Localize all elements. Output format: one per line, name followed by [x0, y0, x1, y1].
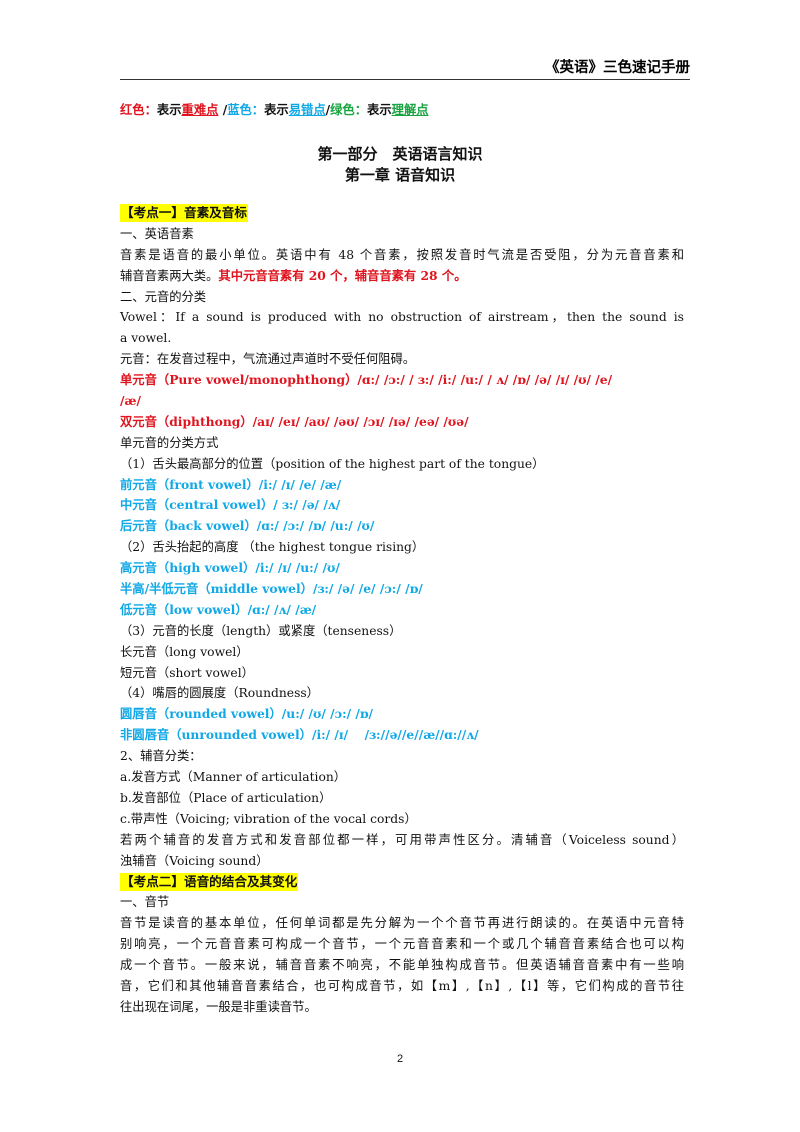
- chapter-title: 第一章 语音知识: [344, 166, 456, 184]
- text-line: c.带声性（Voicing; vibration of the vocal co…: [120, 811, 417, 826]
- text-line: 长元音（long vowel）: [120, 644, 249, 659]
- legend-green-desc: 表示: [367, 103, 392, 117]
- text-line: 音，它们和其他辅音音素结合，也可构成音节，如【m】,【n】,【l】等，它们构成的…: [120, 978, 684, 993]
- text-line: （3）元音的长度（length）或紧度（tenseness）: [120, 623, 402, 638]
- error-prone-text: 非圆唇音（unrounded vowel）/i:/ /ɪ/ /ɜ://ə//e/…: [120, 727, 479, 743]
- error-prone-text: 中元音（central vowel）/ ɜ:/ /ə/ /ʌ/: [120, 497, 341, 513]
- error-prone-text: 前元音（front vowel）/i:/ /ɪ/ /e/ /æ/: [120, 476, 342, 492]
- text-line: 辅音音素两大类。其中元音音素有 20 个，辅音音素有 28 个。: [120, 266, 684, 287]
- exam-point-badge-1: 【考点一】音素及音标: [120, 204, 248, 222]
- text-line: 若两个辅音的发音方式和发音部位都一样，可用带声性区分。清辅音（Voiceless…: [120, 832, 684, 847]
- error-prone-text: 半高/半低元音（middle vowel）/ɜ:/ /ə/ /e/ /ɔ:/ /…: [120, 581, 423, 597]
- legend-green-name: 绿色：: [330, 103, 368, 117]
- legend-blue-name: 蓝色：: [227, 103, 265, 117]
- page-number: 2: [396, 1053, 404, 1065]
- legend-blue-key: 易错点: [288, 103, 326, 117]
- text-line: 二、元音的分类: [120, 289, 207, 304]
- legend-blue-desc: 表示: [264, 103, 289, 117]
- error-prone-text: 后元音（back vowel）/ɑ:/ /ɔ:/ /ɒ/ /u:/ /ʊ/: [120, 518, 375, 534]
- page-header: 《英语》三色速记手册: [120, 54, 690, 80]
- text-line: 音素是语音的最小单位。英语中有 48 个音素，按照发音时气流是否受阻，分为元音音…: [120, 247, 684, 262]
- text-line: a.发音方式（Manner of articulation）: [120, 770, 347, 785]
- key-point-text: 单元音（Pure vowel/monophthong）/ɑ:/ /ɔ:/ / ɜ…: [120, 372, 613, 388]
- text-span: 辅音音素两大类。: [120, 268, 219, 283]
- text-line: 别响亮，一个元音音素可构成一个音节，一个元音音素和一个或几个辅音音素结合也可以构: [120, 937, 684, 952]
- exam-point-badge-2: 【考点二】语音的结合及其变化: [120, 872, 299, 891]
- header-rule: [120, 79, 690, 80]
- text-line: 音节是读音的基本单位，任何单词都是先分解为一个个音节再进行朗读的。在英语中元音特: [120, 916, 684, 931]
- legend-red-key: 重难点: [181, 103, 219, 117]
- key-point-text: 其中元音音素有 20 个，辅音音素有 28 个。: [218, 267, 467, 283]
- text-line: （1）舌头最高部分的位置（position of the highest par…: [120, 456, 545, 471]
- header-title: 《英语》三色速记手册: [545, 60, 690, 76]
- error-prone-text: 圆唇音（rounded vowel）/u:/ /ʊ/ /ɔ:/ /ɒ/: [120, 706, 374, 722]
- text-line: （2）舌头抬起的高度 （the highest tongue rising）: [120, 540, 425, 555]
- text-line: 成一个音节。一般来说，辅音音素不响亮，不能单独构成音节。但英语辅音音素中有一些响: [120, 958, 684, 973]
- error-prone-text: 高元音（high vowel）/i:/ /ɪ/ /u:/ /ʊ/: [120, 560, 340, 576]
- legend-green-key: 理解点: [391, 103, 429, 117]
- part-title: 第一部分 英语语言知识: [317, 145, 483, 163]
- text-line: （4）嘴唇的圆展度（Roundness）: [120, 686, 319, 701]
- section-heading-1: 【考点一】音素及音标: [120, 203, 684, 224]
- legend-red-desc: 表示: [156, 103, 182, 117]
- color-legend: 红色：表示重难点 /蓝色：表示易错点/绿色：表示理解点: [120, 100, 429, 118]
- text-line: 往出现在词尾，一般是非重读音节。: [120, 999, 317, 1014]
- text-line: 一、音节: [120, 895, 170, 910]
- key-point-text: 双元音（diphthong）/aɪ/ /eɪ/ /aʊ/ /əʊ/ /ɔɪ/ /…: [120, 413, 469, 429]
- key-point-text: /æ/: [120, 393, 141, 409]
- text-line: 短元音（short vowel）: [120, 665, 254, 680]
- text-line: 浊辅音（Voicing sound）: [120, 853, 269, 868]
- text-line: a vowel.: [120, 331, 172, 346]
- legend-sep-2: /: [325, 103, 331, 117]
- text-line: 单元音的分类方式: [120, 435, 219, 450]
- document-body: 【考点一】音素及音标 一、英语音素 音素是语音的最小单位。英语中有 48 个音素…: [120, 203, 684, 1018]
- text-line: b.发音部位（Place of articulation）: [120, 790, 332, 805]
- legend-red-name: 红色：: [120, 103, 157, 117]
- text-line: 2、辅音分类：: [120, 749, 202, 764]
- text-line: 一、英语音素: [120, 226, 194, 241]
- text-line: 元音：在发音过程中，气流通过声道时不受任何阻碍。: [120, 352, 416, 367]
- legend-sep-1: /: [218, 103, 228, 117]
- section-heading-2: 【考点二】语音的结合及其变化: [120, 872, 684, 893]
- text-line: Vowel：If a sound is produced with no obs…: [120, 310, 684, 325]
- error-prone-text: 低元音（low vowel）/ɑ:/ /ʌ/ /æ/: [120, 601, 317, 617]
